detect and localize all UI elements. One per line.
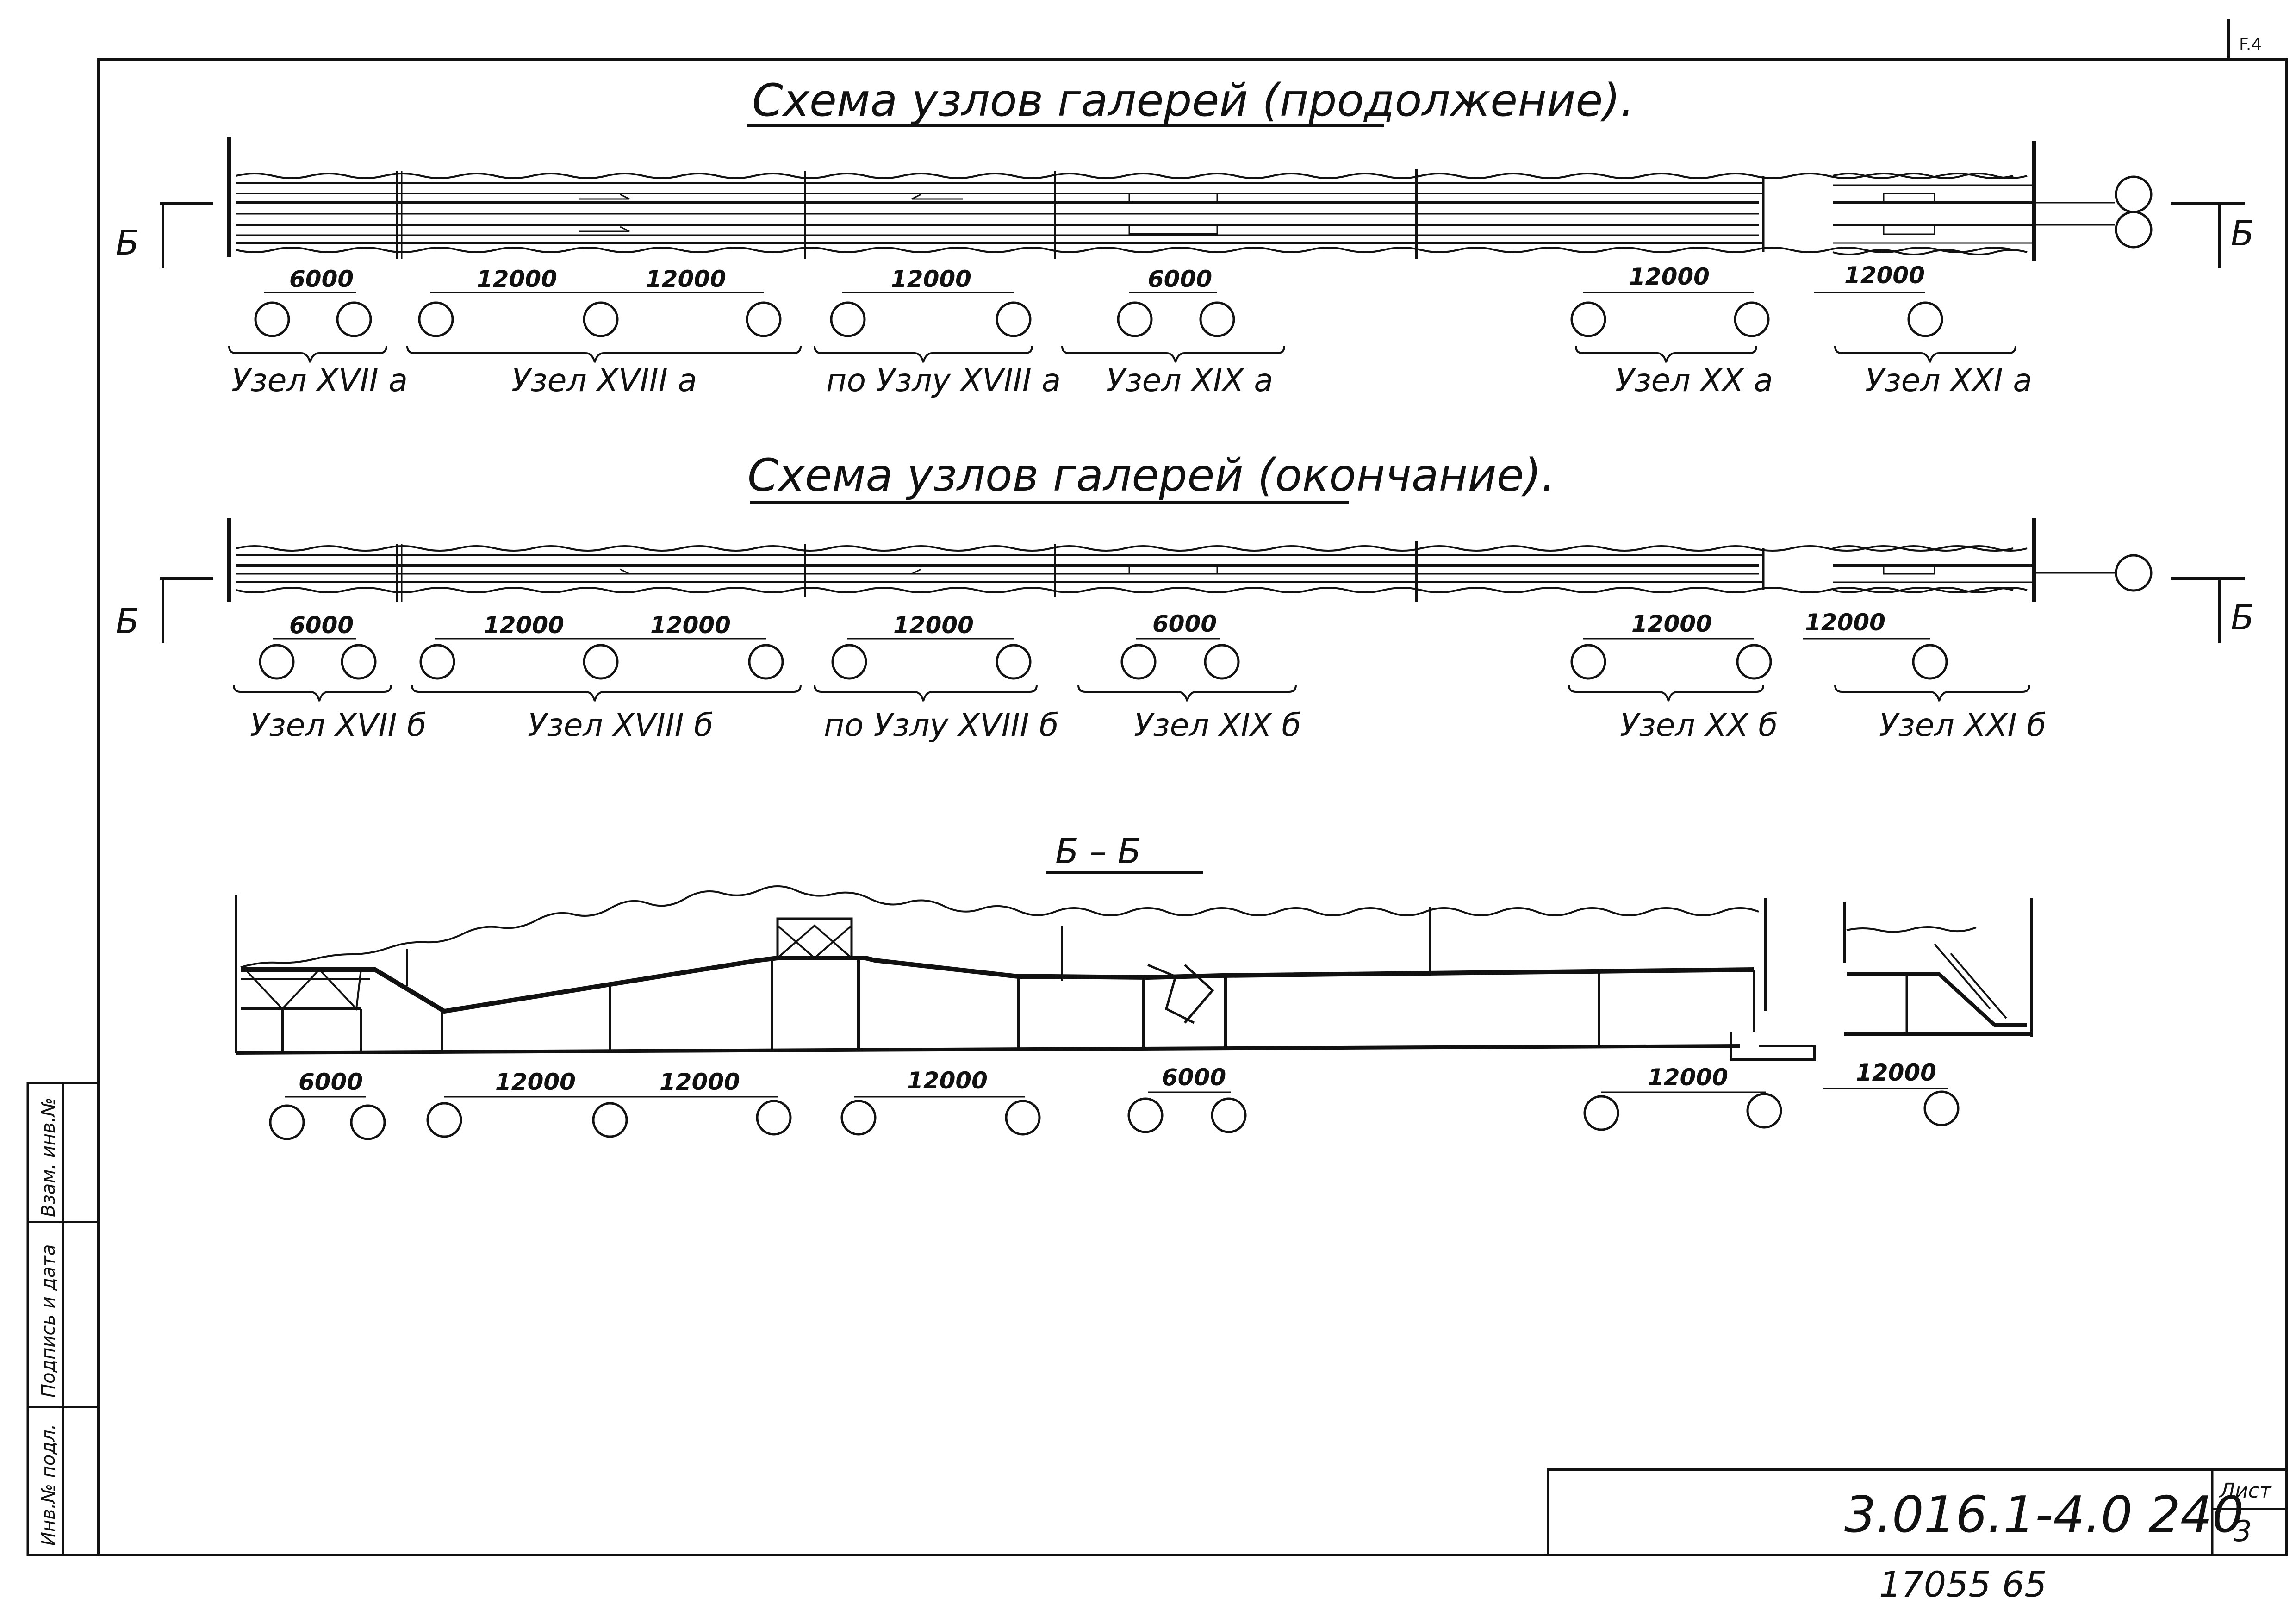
gallery-plan-2-right <box>1832 545 2153 593</box>
corner-mark: F.4 <box>2239 35 2262 54</box>
dimensions-1: 6000 12000 12000 12000 6000 12000 12000 <box>264 262 1925 293</box>
scheme-1-title: Схема узлов галерей (продолжение). <box>752 75 1634 126</box>
scheme-ending: Схема узлов галерей (окончание). <box>116 449 2254 744</box>
svg-text:12000: 12000 <box>1805 609 1885 636</box>
svg-text:6000: 6000 <box>289 612 354 639</box>
svg-text:12000: 12000 <box>495 1069 576 1095</box>
node-label: Узел XX а <box>1615 362 1773 399</box>
cut-mark-2-right: Б <box>2171 577 2254 643</box>
node-label: Узел XX б <box>1620 707 1778 744</box>
section-title: Б – Б <box>1055 832 1141 871</box>
node-label: Узел XIX б <box>1134 707 1301 744</box>
node-label: Узел XXI б <box>1879 707 2046 744</box>
stamp-inv-label: Инв.№ подл. <box>38 1424 59 1546</box>
svg-text:12000: 12000 <box>484 612 564 639</box>
node-label: по Узлу XVIII б <box>824 707 1058 744</box>
axes-3 <box>269 1090 1960 1140</box>
svg-text:Б: Б <box>116 602 139 641</box>
svg-text:12000: 12000 <box>891 266 971 292</box>
svg-text:6000: 6000 <box>1162 1064 1226 1091</box>
svg-text:12000: 12000 <box>1856 1059 1936 1086</box>
svg-text:12000: 12000 <box>907 1067 988 1094</box>
gallery-plan-1 <box>236 169 2014 259</box>
section-bb: Б – Б <box>235 832 2033 1140</box>
svg-text:12000: 12000 <box>1631 610 1712 637</box>
node-label: Узел XVII б <box>250 707 426 744</box>
svg-text:12000: 12000 <box>650 612 731 639</box>
svg-text:12000: 12000 <box>477 266 557 292</box>
side-stamp: Инв.№ подл. Подпись и дата Взам. инв.№ <box>26 1082 100 1556</box>
stamp-replace-label: Взам. инв.№ <box>38 1097 59 1217</box>
svg-text:12000: 12000 <box>893 612 974 639</box>
sheet-label: Лист <box>2219 1479 2272 1503</box>
drawing-code: 3.016.1-4.0 240 <box>1844 1486 2244 1544</box>
axes-1 <box>254 301 1943 337</box>
axes-2 <box>259 644 1948 680</box>
node-label: Узел XVIII б <box>528 707 713 744</box>
svg-text:6000: 6000 <box>289 266 354 292</box>
columns <box>281 960 1755 1051</box>
dimensions-3: 6000 12000 12000 12000 6000 12000 12000 <box>285 1059 1948 1098</box>
cut-mark-1-left: Б <box>116 202 213 268</box>
scheme-continuation: Схема узлов галерей (продолжение). <box>116 75 2254 399</box>
svg-text:6000: 6000 <box>1152 610 1217 637</box>
node-label: Узел XXI а <box>1865 362 2032 399</box>
stamp-sign-label: Подпись и дата <box>38 1244 59 1398</box>
svg-text:Б: Б <box>2231 214 2254 254</box>
svg-text:Б: Б <box>2231 598 2254 638</box>
svg-text:12000: 12000 <box>1629 263 1710 290</box>
gallery-plan-2 <box>236 541 2014 602</box>
braces-1 <box>228 346 2016 363</box>
gallery-plan-1-right <box>1832 173 2153 255</box>
scheme-2-title: Схема узлов галерей (окончание). <box>747 449 1556 501</box>
cut-mark-2-left: Б <box>116 577 213 643</box>
cut-mark-1-right: Б <box>2171 202 2254 268</box>
node-label: Узел XVII а <box>231 362 408 399</box>
node-label: по Узлу XVIII а <box>826 362 1061 399</box>
sheet-number: 3 <box>2234 1514 2252 1548</box>
svg-text:6000: 6000 <box>299 1069 363 1095</box>
svg-text:Б: Б <box>116 223 139 263</box>
dimensions-2: 6000 12000 12000 12000 6000 12000 12000 <box>273 609 1930 640</box>
svg-text:12000: 12000 <box>1648 1064 1728 1091</box>
svg-text:6000: 6000 <box>1148 266 1212 292</box>
bottom-numbers: 17055 65 <box>1879 1564 2047 1605</box>
svg-text:12000: 12000 <box>1844 262 1925 289</box>
node-label: Узел XIX а <box>1106 362 1273 399</box>
svg-text:12000: 12000 <box>646 266 726 292</box>
svg-text:12000: 12000 <box>660 1069 740 1095</box>
title-block: 3.016.1-4.0 240 Лист 3 <box>1547 1468 2288 1556</box>
braces-2 <box>233 684 2030 702</box>
node-label: Узел XVIII а <box>511 362 697 399</box>
sheet-frame <box>97 58 2288 1556</box>
